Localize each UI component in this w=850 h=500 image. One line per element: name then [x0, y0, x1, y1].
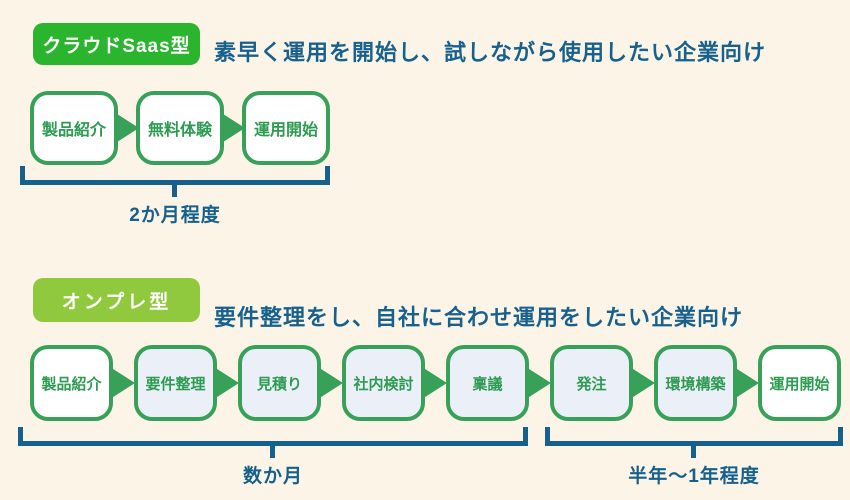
flow-step-env-build: 環境構築 — [654, 345, 737, 421]
flow-step-free-trial: 無料体験 — [136, 91, 224, 165]
bracket-center-tick — [172, 180, 177, 197]
onpremise-badge: オンプレ型 — [33, 278, 200, 322]
flow-step-estimate: 見積り — [238, 345, 321, 421]
flow-step-product-intro: 製品紹介 — [30, 91, 118, 165]
arrow-right-icon — [214, 367, 239, 399]
flow-step-product-intro: 製品紹介 — [30, 345, 113, 421]
flow-step-start-operation: 運用開始 — [758, 345, 841, 421]
duration-bracket-onpremise-first: 数か月 — [18, 427, 528, 489]
arrow-right-icon — [422, 367, 447, 399]
duration-label: 数か月 — [242, 466, 303, 487]
arrow-right-icon — [110, 367, 135, 399]
duration-label: 2か月程度 — [129, 205, 221, 226]
onpremise-heading: 要件整理をし、自社に合わせ運用をしたい企業向け — [214, 305, 744, 330]
arrow-right-icon — [318, 367, 343, 399]
arrow-right-icon — [630, 367, 655, 399]
duration-bracket-onpremise-second: 半年〜1年程度 — [545, 427, 843, 489]
bracket-center-tick — [691, 441, 696, 458]
flow-step-requirements: 要件整理 — [134, 345, 217, 421]
bracket-end-right — [523, 427, 528, 446]
bracket-end-right — [838, 427, 843, 446]
flow-step-order: 発注 — [550, 345, 633, 421]
bracket-end-left — [545, 427, 550, 446]
bracket-end-left — [18, 427, 23, 446]
arrow-right-icon — [526, 367, 551, 399]
arrow-right-icon — [114, 112, 139, 144]
cloud-saas-badge: クラウドSaas型 — [33, 23, 200, 65]
duration-bracket-saas: 2か月程度 — [20, 166, 330, 228]
duration-label: 半年〜1年程度 — [628, 466, 760, 487]
flow-step-internal-review: 社内検討 — [342, 345, 425, 421]
bracket-end-left — [20, 166, 25, 185]
arrow-right-icon — [734, 367, 759, 399]
flow-step-start-operation: 運用開始 — [242, 91, 330, 165]
cloud-saas-heading: 素早く運用を開始し、試しながら使用したい企業向け — [214, 40, 767, 65]
arrow-right-icon — [220, 112, 245, 144]
bracket-center-tick — [270, 441, 275, 458]
flow-step-approval: 稟議 — [446, 345, 529, 421]
bracket-end-right — [325, 166, 330, 185]
